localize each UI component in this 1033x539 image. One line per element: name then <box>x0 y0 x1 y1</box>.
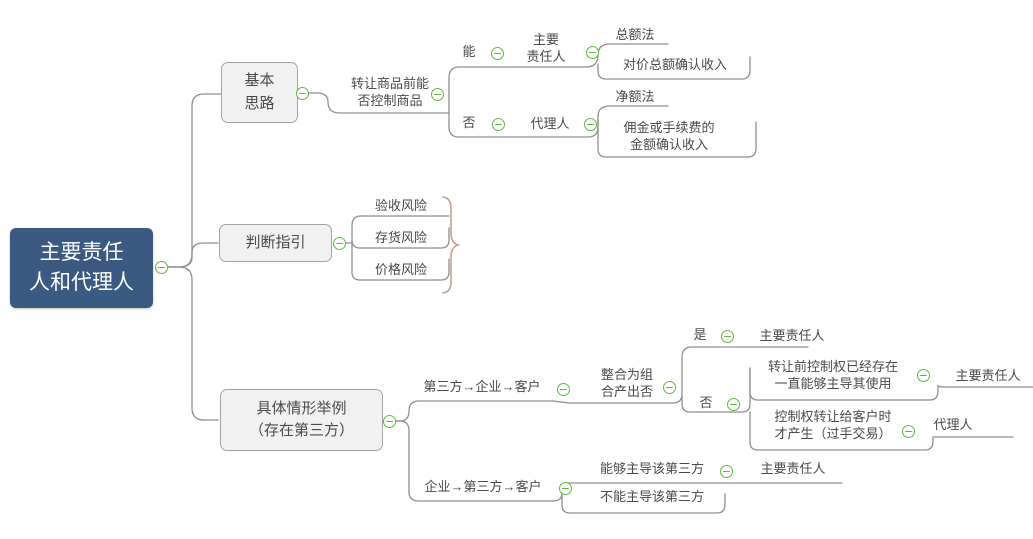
topic-net-method[interactable]: 净额法 <box>615 89 655 104</box>
topic-cannot-control[interactable]: 否 <box>462 115 476 130</box>
collapse-minus-icon-can-direct[interactable] <box>720 465 733 478</box>
topic-inventory-risk[interactable]: 存货风险 <box>374 230 427 245</box>
topic-examples-third-party[interactable]: 具体情形举例 （存在第三方） <box>220 389 383 451</box>
collapse-minus-icon-question[interactable] <box>431 88 444 101</box>
collapse-minus-icon-basic[interactable] <box>296 87 309 100</box>
topic-principal-2[interactable]: 主要责任人 <box>759 328 825 343</box>
collapse-minus-icon-principal-1[interactable] <box>586 46 599 59</box>
collapse-minus-icon-root[interactable] <box>155 261 168 274</box>
collapse-minus-icon-integrate[interactable] <box>663 381 676 394</box>
topic-integrate-question[interactable]: 整合为组 合产出否 <box>600 367 653 399</box>
topic-commission-revenue[interactable]: 佣金或手续费的 金额确认收入 <box>623 120 715 152</box>
topic-cannot-direct-third[interactable]: 不能主导该第三方 <box>599 489 704 504</box>
collapse-minus-icon-third-first[interactable] <box>557 383 570 396</box>
topic-agent-1[interactable]: 代理人 <box>530 116 570 131</box>
topic-integrate-yes[interactable]: 是 <box>693 327 707 342</box>
topic-gross-method[interactable]: 总额法 <box>615 27 655 42</box>
collapse-minus-icon-cannot[interactable] <box>492 118 505 131</box>
root-topic[interactable]: 主要责任 人和代理人 <box>10 228 153 308</box>
collapse-minus-icon-pre-control[interactable] <box>917 369 930 382</box>
topic-basic-approach[interactable]: 基本 思路 <box>221 62 298 123</box>
topic-acceptance-risk[interactable]: 验收风险 <box>374 198 427 213</box>
collapse-minus-icon-yes[interactable] <box>721 330 734 343</box>
topic-principal-3[interactable]: 主要责任人 <box>955 368 1021 383</box>
collapse-minus-icon-examples[interactable] <box>383 415 396 428</box>
collapse-minus-icon-no[interactable] <box>727 398 740 411</box>
topic-enterprise-third-customer[interactable]: 企业→第三方→客户 <box>424 479 542 494</box>
collapse-minus-icon-enterprise-first[interactable] <box>559 482 572 495</box>
collapse-minus-icon-passthrough[interactable] <box>902 425 915 438</box>
topic-agent-2[interactable]: 代理人 <box>933 417 973 432</box>
topic-transfer-control-question[interactable]: 转让商品前能 否控制商品 <box>350 76 429 108</box>
topic-third-enterprise-customer[interactable]: 第三方→企业→客户 <box>423 379 541 394</box>
topic-passthrough-transaction[interactable]: 控制权转让给客户时 才产生（过手交易） <box>774 409 892 441</box>
topic-principal-1[interactable]: 主要 责任人 <box>526 32 566 64</box>
topic-price-risk[interactable]: 价格风险 <box>374 262 427 277</box>
topic-can-control[interactable]: 能 <box>462 44 476 59</box>
topic-pre-existing-control[interactable]: 转让前控制权已经存在 一直能够主导其使用 <box>767 359 898 391</box>
topic-judgment-guide[interactable]: 判断指引 <box>219 224 332 262</box>
topic-gross-revenue[interactable]: 对价总额确认收入 <box>622 57 727 72</box>
risk-group-brace <box>442 196 461 294</box>
topic-integrate-no[interactable]: 否 <box>699 395 713 410</box>
topic-can-direct-third[interactable]: 能够主导该第三方 <box>599 461 704 476</box>
collapse-minus-icon-agent-1[interactable] <box>584 118 597 131</box>
collapse-minus-icon-guide[interactable] <box>333 237 346 250</box>
topic-principal-4[interactable]: 主要责任人 <box>760 461 826 476</box>
collapse-minus-icon-can[interactable] <box>491 47 504 60</box>
